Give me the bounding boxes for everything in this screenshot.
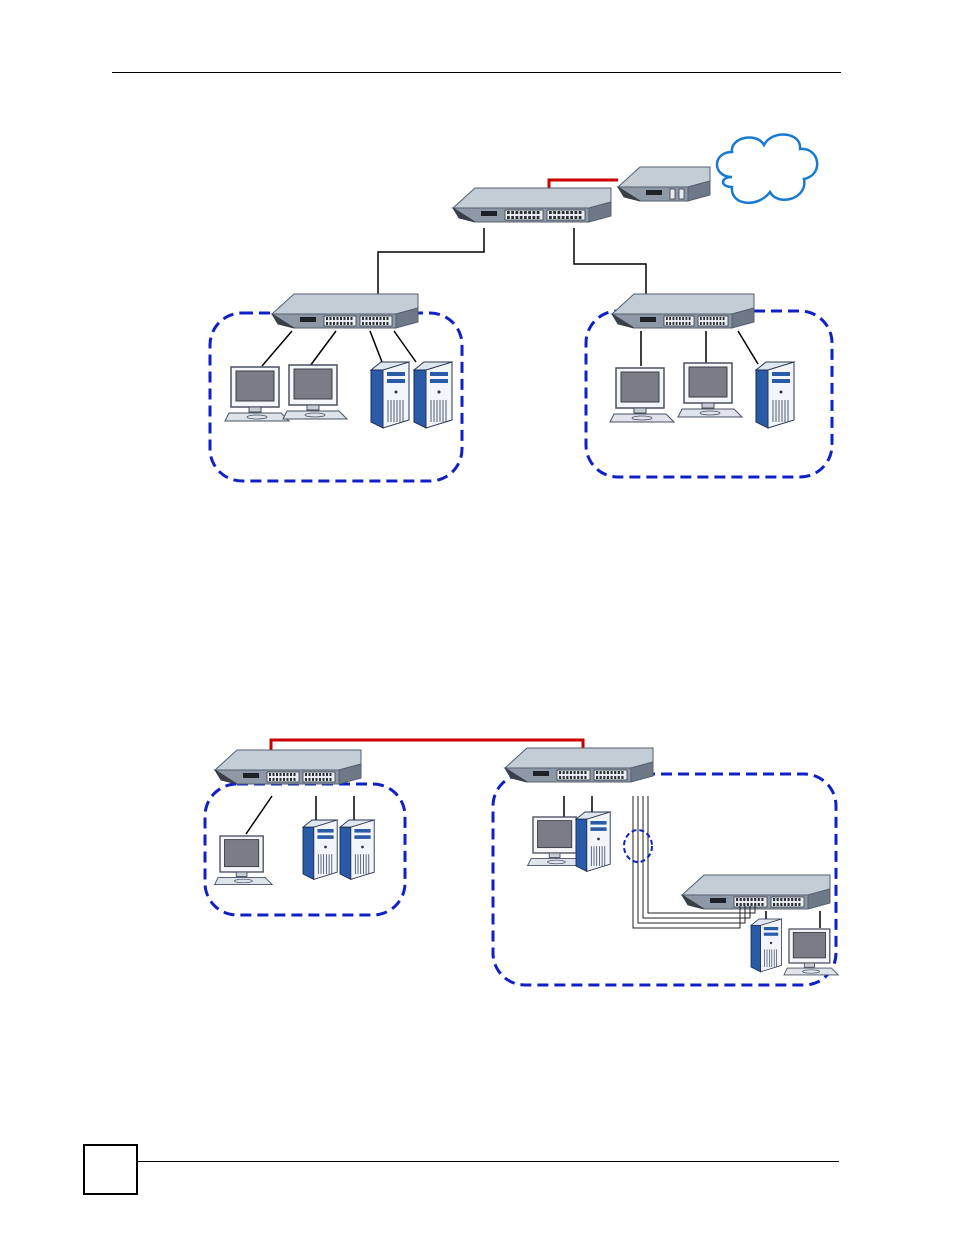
link-core-left	[378, 228, 484, 294]
switch-c	[682, 875, 830, 909]
link-core-right	[574, 228, 646, 294]
server-a-2	[340, 820, 374, 879]
gateway-switch	[618, 167, 710, 201]
monitor-left-1	[225, 367, 289, 421]
edge-switch-left	[272, 294, 418, 328]
monitor-a-1	[215, 836, 273, 885]
server-a-1	[303, 820, 337, 879]
monitor-left-2	[283, 365, 347, 419]
server-right-1	[756, 362, 794, 428]
server-b-1	[576, 812, 610, 871]
server-left-1	[371, 362, 409, 428]
monitor-right-2	[678, 363, 742, 417]
page-number-box	[83, 1144, 138, 1195]
server-c-1	[751, 919, 781, 972]
core-switch	[453, 188, 611, 222]
link-right-srv	[738, 331, 758, 364]
link-left-pc2	[310, 331, 336, 366]
link-a-pc	[246, 796, 272, 834]
switch-b	[505, 748, 653, 782]
server-left-2	[414, 362, 452, 428]
link-left-srv2	[394, 331, 416, 362]
monitor-right-1	[610, 368, 674, 422]
switch-a	[215, 750, 361, 784]
footer-rule	[138, 1161, 839, 1162]
link-left-pc1	[262, 331, 292, 366]
link-left-srv1	[370, 331, 382, 362]
monitor-c-1	[784, 929, 838, 975]
edge-switch-right	[612, 294, 754, 328]
internet-cloud	[717, 134, 817, 202]
